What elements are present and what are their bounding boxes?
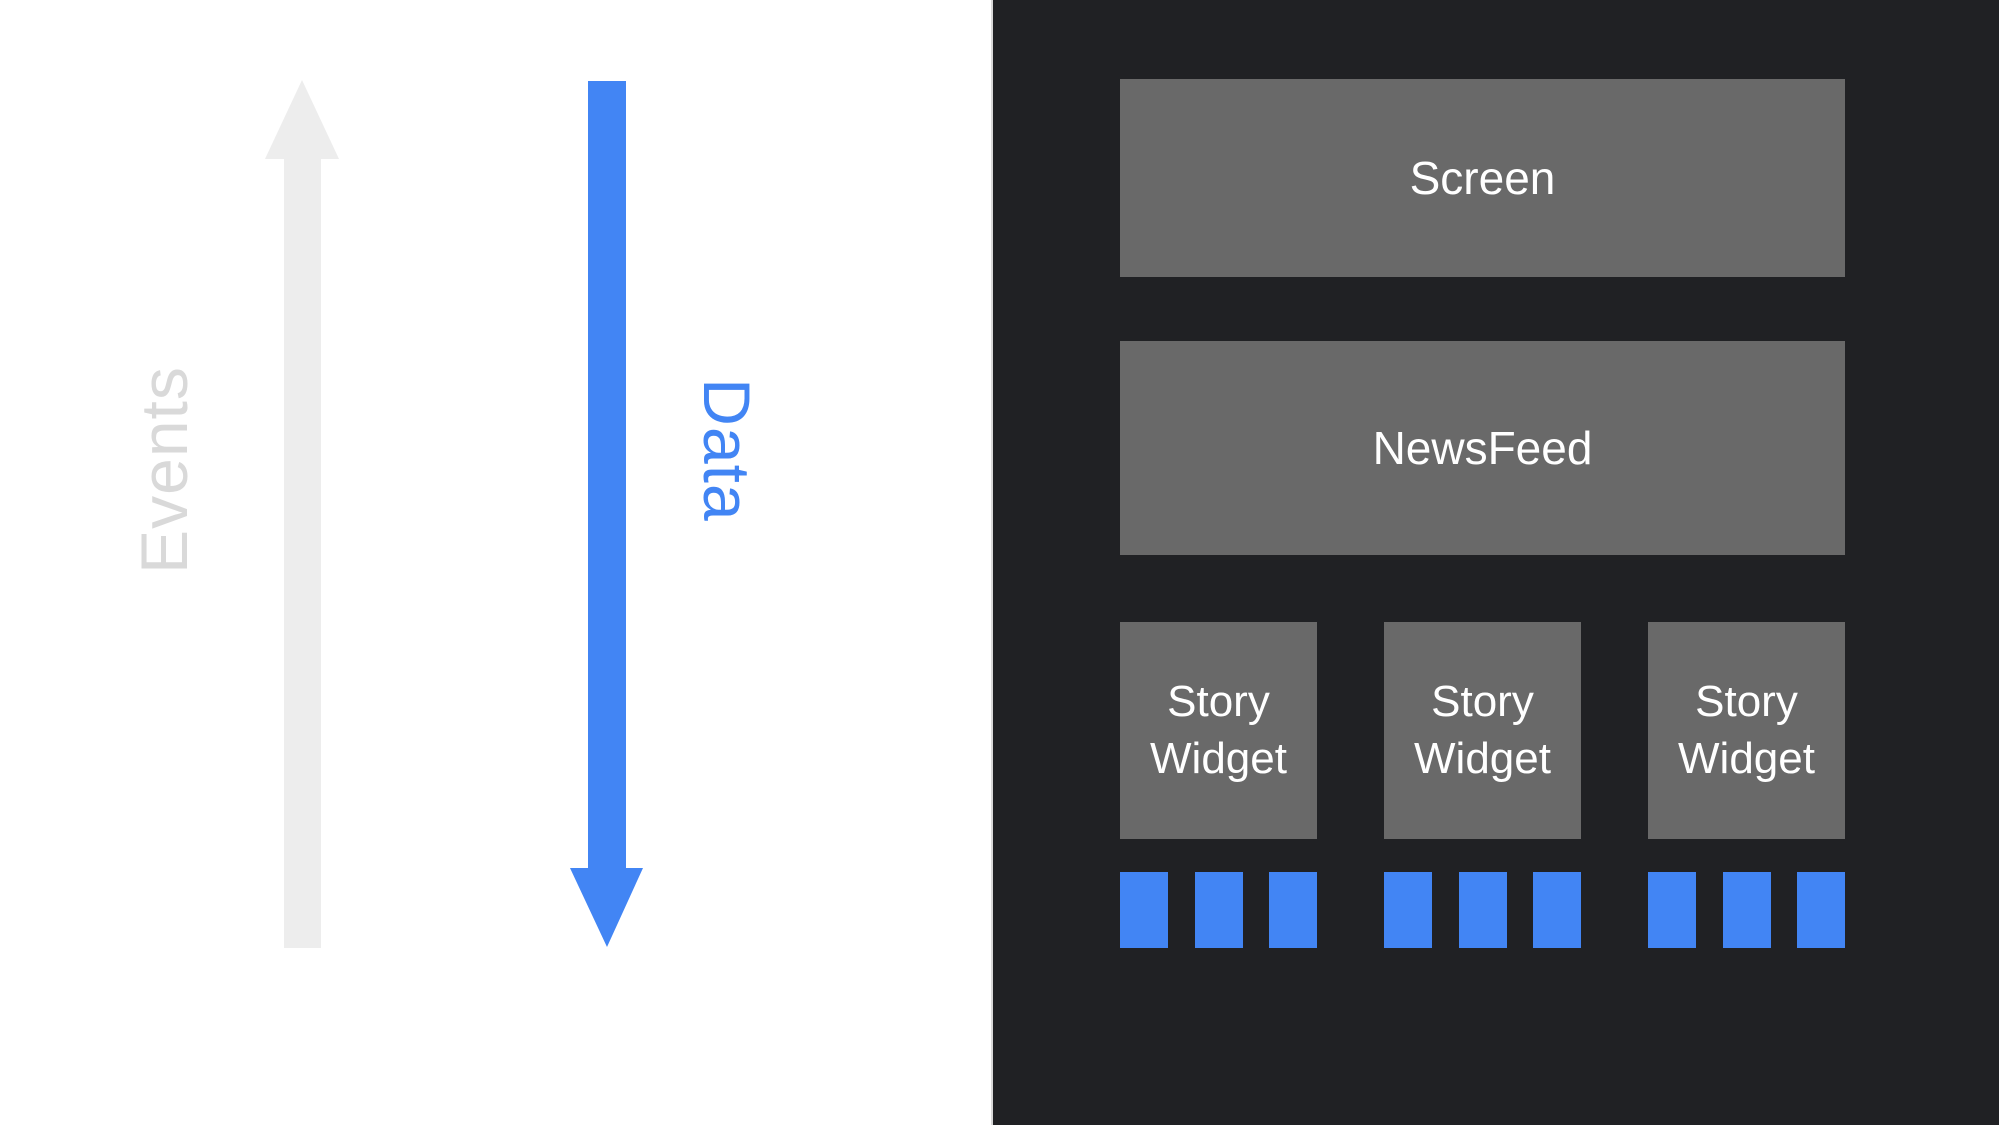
data-block bbox=[1722, 872, 1771, 948]
story-widget-label: Story Widget bbox=[1414, 677, 1551, 783]
story-widget-box: Story Widget bbox=[1648, 622, 1845, 839]
story-widget-box: Story Widget bbox=[1384, 622, 1581, 839]
story-data-blocks bbox=[1648, 872, 1845, 948]
data-block bbox=[1648, 872, 1696, 948]
story-widget-label: Story Widget bbox=[1678, 677, 1815, 783]
data-block bbox=[1120, 872, 1168, 948]
story-data-blocks bbox=[1120, 872, 1317, 948]
data-down-arrow-icon bbox=[570, 81, 643, 947]
screen-box-label: Screen bbox=[1409, 152, 1556, 204]
newsfeed-box-label: NewsFeed bbox=[1372, 422, 1593, 474]
data-label: Data bbox=[690, 378, 764, 522]
data-block bbox=[1458, 872, 1507, 948]
screen-box: Screen bbox=[1120, 79, 1845, 277]
data-block bbox=[1797, 872, 1845, 948]
widget-tree: Screen NewsFeed Story Widget Story Widge… bbox=[1120, 0, 1845, 1125]
data-block bbox=[1194, 872, 1243, 948]
data-block bbox=[1533, 872, 1581, 948]
data-blocks-row bbox=[1120, 872, 1845, 948]
events-label: Events bbox=[127, 366, 201, 574]
story-widget-row: Story Widget Story Widget Story Widget bbox=[1120, 622, 1845, 839]
story-widget-label: Story Widget bbox=[1150, 677, 1287, 783]
data-block bbox=[1384, 872, 1432, 948]
story-widget-box: Story Widget bbox=[1120, 622, 1317, 839]
events-up-arrow-icon bbox=[265, 80, 339, 948]
flow-panel: Events Data bbox=[0, 0, 991, 1125]
widget-tree-panel: Screen NewsFeed Story Widget Story Widge… bbox=[991, 0, 1999, 1125]
story-data-blocks bbox=[1384, 872, 1581, 948]
newsfeed-box: NewsFeed bbox=[1120, 341, 1845, 555]
data-block bbox=[1269, 872, 1317, 948]
